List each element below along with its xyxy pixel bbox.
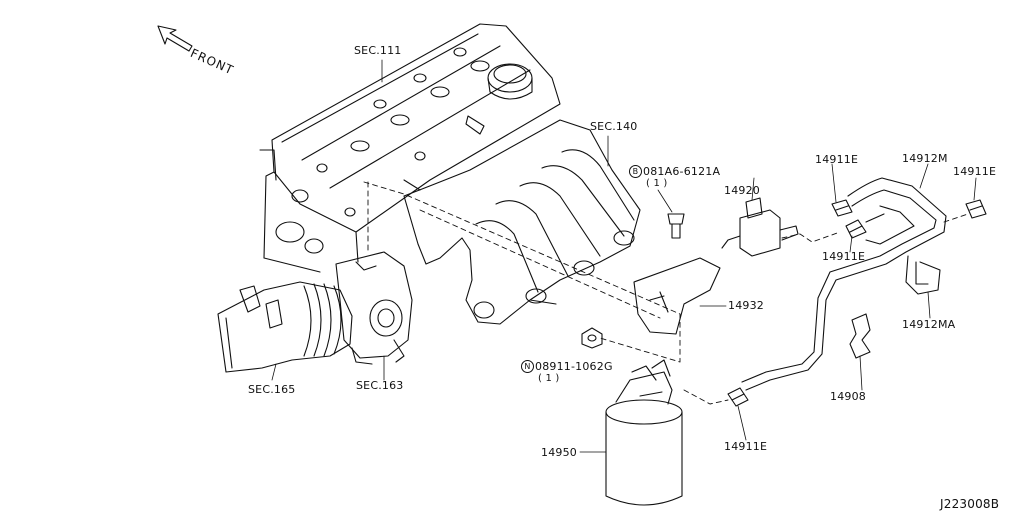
label-14912MA: 14912MA [902,318,956,331]
throttle-body [335,251,413,365]
label-sec-165: SEC.165 [248,383,296,396]
bracket-14932 [633,257,721,335]
evap-canister-14950 [605,359,683,506]
clip-14911E-b [845,219,867,239]
clip-14911E-c [965,199,987,219]
label-14912M: 14912M [902,152,948,165]
label-sec-111: SEC.111 [354,44,402,57]
clip-14911E-a [831,199,853,217]
label-14911E-right: 14911E [953,165,997,178]
label-14908: 14908 [830,390,866,403]
nut-prefix-circle: N [521,360,534,373]
bolt-part-number: 081A6-6121A [643,165,721,178]
label-14920: 14920 [724,184,760,197]
label-14911E-bottom: 14911E [724,440,768,453]
vsv-valve-14920 [721,197,799,257]
label-14911E-top: 14911E [815,153,859,166]
label-sec-163: SEC.163 [356,379,404,392]
label-14932: 14932 [728,299,764,312]
intake-manifold [403,119,641,325]
label-bolt-qty: ( 1 ) [646,178,668,189]
bolt-icon [667,213,685,239]
evap-hose-14912M [741,177,947,391]
leader-lines [271,59,977,453]
clamp-14908 [849,313,871,359]
nut-part-number: 08911-1062G [535,360,613,373]
label-sec-140: SEC.140 [590,120,638,133]
front-arrow-icon [157,25,193,52]
label-14950: 14950 [541,446,577,459]
bolt-prefix-circle: B [629,165,642,178]
cylinder-head [259,23,561,273]
air-intake-duct [217,281,353,373]
clip-14911E-d [727,387,749,407]
nut-icon [581,327,603,349]
label-14911E-mid: 14911E [822,250,866,263]
label-nut-qty: ( 1 ) [538,373,560,384]
leader-dashes [363,181,969,405]
diagram-id: J223008B [940,497,1000,511]
